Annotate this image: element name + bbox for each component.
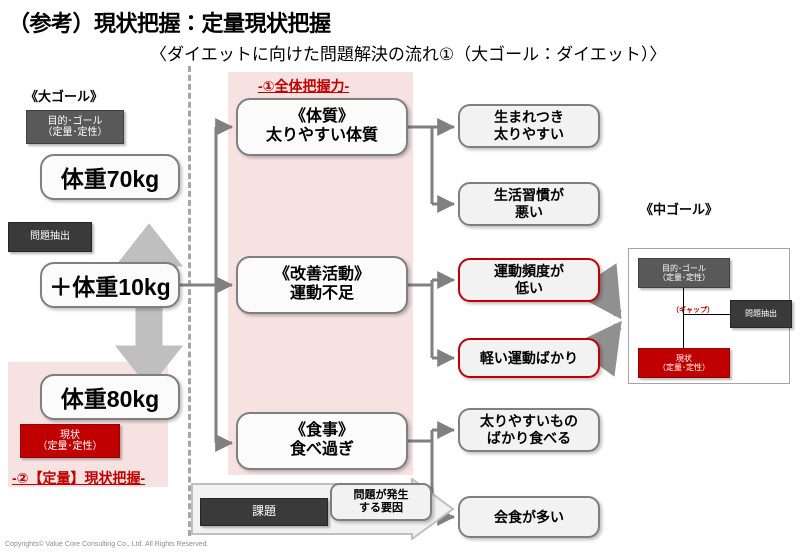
callout-problem-cause: 問題が発生 する要因 — [330, 483, 432, 521]
copyright-footer: Copyrights© Value Core Consulting Co., L… — [5, 541, 209, 548]
mid-goal-gap-label: （ギャップ） — [672, 307, 714, 314]
mid-goal-connector-vertical — [683, 288, 684, 348]
cause-kaizen-line1: 《改善活動》 — [273, 266, 370, 284]
mid-goal-chip-goal-line1: 目的･ゴール — [662, 263, 706, 273]
mid-goal-chip-current: 現状 （定量･定性） — [638, 348, 730, 378]
leaf-freq-line2: 低い — [515, 280, 543, 296]
leaf-fatfood-line1: 太りやすいもの — [480, 413, 578, 430]
section-divider — [188, 66, 191, 536]
leaf-born-line2: 太りやすい — [494, 126, 564, 142]
leaf-habit-line2: 悪い — [515, 204, 543, 220]
cause-box-kaizen[interactable]: 《改善活動》 運動不足 — [236, 256, 408, 314]
mid-goal-chip-goal: 目的･ゴール （定量･定性） — [638, 258, 730, 288]
leaf-box-born[interactable]: 生まれつき 太りやすい — [458, 104, 600, 148]
mid-goal-chip-current-line1: 現状 — [676, 353, 692, 363]
mid-goal-connector-horizontal — [683, 314, 731, 315]
cause-taishitsu-line1: 《体質》 — [289, 108, 354, 126]
cause-kaizen-line2: 運動不足 — [289, 285, 354, 302]
chip-task: 課題 — [200, 498, 328, 526]
chip-current-big-line2: （定量･定性） — [37, 441, 103, 452]
leaf-habit-line1: 生活習慣が — [494, 187, 564, 204]
kpi-current-weight: 体重80kg — [40, 374, 180, 420]
kpi-goal-weight: 体重70kg — [40, 154, 180, 200]
chip-goal-big: 目的･ゴール （定量･定性） — [26, 110, 124, 144]
leaf-freq-line1: 運動頻度が — [494, 263, 564, 280]
kpi-gap-weight: ＋体重10kg — [40, 262, 180, 308]
cause-shokuji-line2: 食べ過ぎ — [289, 441, 354, 458]
chip-goal-big-line2: （定量･定性） — [42, 127, 108, 138]
chip-current-big-line1: 現状 — [60, 429, 80, 441]
callout-line1: 問題が発生 — [353, 489, 409, 502]
leaf-born-line1: 生まれつき — [494, 109, 564, 126]
leaf-box-habit[interactable]: 生活習慣が 悪い — [458, 182, 600, 226]
leaf-dining-line1: 会食が多い — [494, 508, 564, 525]
cause-taishitsu-line2: 太りやすい体質 — [265, 127, 378, 144]
page-subtitle: 〈ダイエットに向けた問題解決の流れ①（大ゴール：ダイエット）〉 — [150, 45, 667, 64]
page-title: （参考）現状把握：定量現状把握 — [8, 11, 331, 36]
caption-overall-grasp: -①全体把握力- — [258, 78, 350, 94]
leaf-box-light-exercise[interactable]: 軽い運動ばかり — [458, 338, 600, 378]
mid-goal-chip-issue: 問題抽出 — [730, 300, 792, 328]
chip-current-big: 現状 （定量･定性） — [20, 424, 120, 458]
cause-box-taishitsu[interactable]: 《体質》 太りやすい体質 — [236, 98, 408, 156]
leaf-box-exercise-frequency[interactable]: 運動頻度が 低い — [458, 258, 600, 302]
mid-goal-chip-current-line2: （定量･定性） — [658, 363, 710, 372]
mid-goal-chip-goal-line2: （定量･定性） — [658, 273, 710, 282]
caption-mid-goal: 《中ゴール》 — [640, 202, 719, 217]
cause-box-shokuji[interactable]: 《食事》 食べ過ぎ — [236, 412, 408, 470]
caption-quant-grasp: -②【定量】現状把握- — [12, 470, 146, 486]
chip-goal-big-line1: 目的･ゴール — [47, 115, 103, 127]
callout-line2: する要因 — [359, 502, 403, 514]
leaf-fatfood-line2: ばかり食べる — [486, 430, 572, 446]
leaf-box-fatty-food[interactable]: 太りやすいもの ばかり食べる — [458, 408, 600, 452]
caption-big-goal: 《大ゴール》 — [25, 89, 104, 104]
leaf-box-dining-out[interactable]: 会食が多い — [458, 496, 600, 538]
leaf-light-line1: 軽い運動ばかり — [479, 349, 579, 366]
chip-issue-extraction: 問題抽出 — [8, 222, 92, 252]
cause-shokuji-line1: 《食事》 — [289, 422, 354, 440]
